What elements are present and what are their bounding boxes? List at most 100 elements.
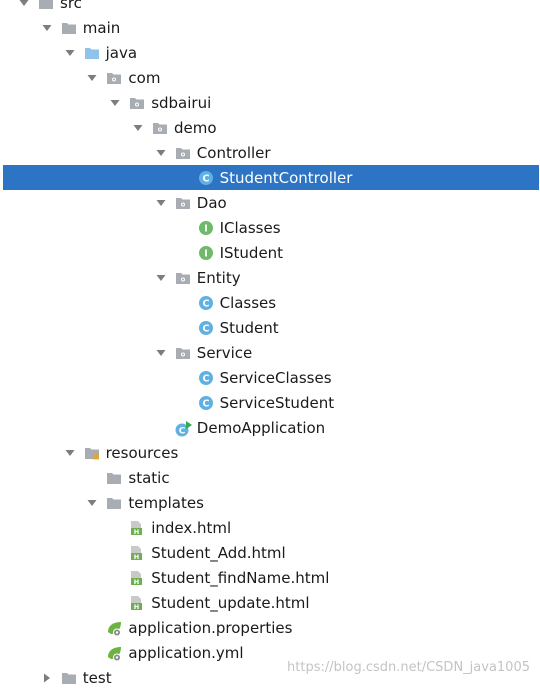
chevron-down-icon[interactable] bbox=[64, 447, 76, 459]
tree-item-label: Entity bbox=[196, 268, 241, 287]
tree-row-controller[interactable]: Controller bbox=[0, 140, 540, 165]
svg-text:H: H bbox=[134, 553, 139, 561]
arrow-placeholder bbox=[109, 547, 121, 559]
tree-item-label: Student_Add.html bbox=[151, 543, 286, 562]
tree-item-label: Student bbox=[219, 318, 279, 337]
tree-row-student-findname-html[interactable]: H Student_findName.html bbox=[0, 565, 540, 590]
chevron-down-icon[interactable] bbox=[132, 122, 144, 134]
package-icon bbox=[152, 120, 168, 136]
tree-item-label: IStudent bbox=[219, 243, 284, 262]
html-file-icon: H bbox=[129, 595, 145, 611]
package-icon bbox=[129, 95, 145, 111]
svg-text:C: C bbox=[202, 173, 209, 184]
tree-item-label: java bbox=[105, 43, 138, 62]
folder-icon bbox=[38, 0, 54, 11]
chevron-down-icon[interactable] bbox=[109, 97, 121, 109]
package-icon bbox=[175, 270, 191, 286]
class-icon: C bbox=[198, 170, 214, 186]
package-icon bbox=[175, 195, 191, 211]
resources-folder-icon bbox=[84, 445, 100, 461]
chevron-down-icon[interactable] bbox=[64, 47, 76, 59]
class-icon: C bbox=[198, 320, 214, 336]
chevron-down-icon[interactable] bbox=[41, 22, 53, 34]
watermark: https://blog.csdn.net/CSDN_java1005 bbox=[287, 660, 530, 675]
chevron-down-icon[interactable] bbox=[86, 72, 98, 84]
tree-item-label: Student_findName.html bbox=[151, 568, 330, 587]
arrow-placeholder bbox=[109, 572, 121, 584]
tree-row-serviceclasses[interactable]: C ServiceClasses bbox=[0, 365, 540, 390]
tree-row-servicestudent[interactable]: C ServiceStudent bbox=[0, 390, 540, 415]
svg-text:I: I bbox=[204, 248, 208, 259]
tree-item-label: Dao bbox=[196, 193, 227, 212]
tree-row-index-html[interactable]: H index.html bbox=[0, 515, 540, 540]
tree-row-service[interactable]: Service bbox=[0, 340, 540, 365]
class-icon: C bbox=[198, 395, 214, 411]
interface-icon: I bbox=[198, 245, 214, 261]
tree-item-label: src bbox=[60, 0, 82, 12]
svg-text:C: C bbox=[202, 398, 209, 409]
tree-row-com[interactable]: com bbox=[0, 65, 540, 90]
arrow-placeholder bbox=[86, 622, 98, 634]
tree-item-label: static bbox=[128, 468, 170, 487]
chevron-down-icon[interactable] bbox=[86, 497, 98, 509]
arrow-placeholder bbox=[178, 297, 190, 309]
chevron-down-icon[interactable] bbox=[155, 147, 167, 159]
tree-item-label: demo bbox=[174, 118, 217, 137]
folder-icon bbox=[106, 470, 122, 486]
tree-row-application-yml[interactable]: application.yml bbox=[0, 640, 540, 665]
tree-item-label: templates bbox=[128, 493, 204, 512]
arrow-placeholder bbox=[178, 372, 190, 384]
arrow-placeholder bbox=[178, 322, 190, 334]
tree-row-demo[interactable]: demo bbox=[0, 115, 540, 140]
class-icon: C bbox=[198, 370, 214, 386]
tree-row-static[interactable]: static bbox=[0, 465, 540, 490]
arrow-placeholder bbox=[86, 647, 98, 659]
tree-row-iclasses[interactable]: I IClasses bbox=[0, 215, 540, 240]
chevron-down-icon[interactable] bbox=[155, 347, 167, 359]
tree-row-studentcontroller[interactable]: C StudentController bbox=[3, 165, 539, 190]
chevron-down-icon[interactable] bbox=[155, 197, 167, 209]
tree-row-java[interactable]: java bbox=[0, 40, 540, 65]
tree-row-entity[interactable]: Entity bbox=[0, 265, 540, 290]
folder-icon bbox=[61, 670, 77, 686]
tree-item-label: StudentController bbox=[219, 168, 353, 187]
tree-item-label: resources bbox=[105, 443, 179, 462]
chevron-right-icon[interactable] bbox=[41, 672, 53, 684]
tree-row-application-properties[interactable]: application.properties bbox=[0, 615, 540, 640]
tree-row-src[interactable]: src bbox=[0, 0, 540, 15]
tree-item-label: IClasses bbox=[219, 218, 281, 237]
tree-row-student-update-html[interactable]: H Student_update.html bbox=[0, 590, 540, 615]
svg-text:H: H bbox=[134, 603, 139, 611]
interface-icon: I bbox=[198, 220, 214, 236]
svg-text:C: C bbox=[202, 373, 209, 384]
tree-item-label: test bbox=[82, 668, 112, 687]
tree-item-label: Student_update.html bbox=[151, 593, 310, 612]
svg-text:I: I bbox=[204, 223, 208, 234]
svg-text:C: C bbox=[178, 426, 185, 436]
tree-item-label: com bbox=[128, 68, 161, 87]
tree-item-label: application.yml bbox=[128, 643, 244, 662]
package-icon bbox=[175, 145, 191, 161]
chevron-down-icon[interactable] bbox=[18, 0, 30, 9]
arrow-placeholder bbox=[109, 597, 121, 609]
tree-item-label: index.html bbox=[151, 518, 232, 537]
tree-row-student-add-html[interactable]: H Student_Add.html bbox=[0, 540, 540, 565]
tree-row-demoapplication[interactable]: C DemoApplication bbox=[0, 415, 540, 440]
spring-config-icon bbox=[106, 620, 122, 636]
tree-row-test[interactable]: test bbox=[0, 665, 540, 690]
tree-row-student[interactable]: C Student bbox=[0, 315, 540, 340]
folder-icon bbox=[106, 495, 122, 511]
tree-row-main[interactable]: main bbox=[0, 15, 540, 40]
class-icon: C bbox=[198, 295, 214, 311]
tree-row-istudent[interactable]: I IStudent bbox=[0, 240, 540, 265]
chevron-down-icon[interactable] bbox=[155, 272, 167, 284]
tree-row-sdbairui[interactable]: sdbairui bbox=[0, 90, 540, 115]
package-icon bbox=[175, 345, 191, 361]
tree-row-resources[interactable]: resources bbox=[0, 440, 540, 465]
arrow-placeholder bbox=[155, 422, 167, 434]
tree-row-templates[interactable]: templates bbox=[0, 490, 540, 515]
folder-icon bbox=[61, 20, 77, 36]
tree-row-classes[interactable]: C Classes bbox=[0, 290, 540, 315]
tree-row-dao[interactable]: Dao bbox=[0, 190, 540, 215]
